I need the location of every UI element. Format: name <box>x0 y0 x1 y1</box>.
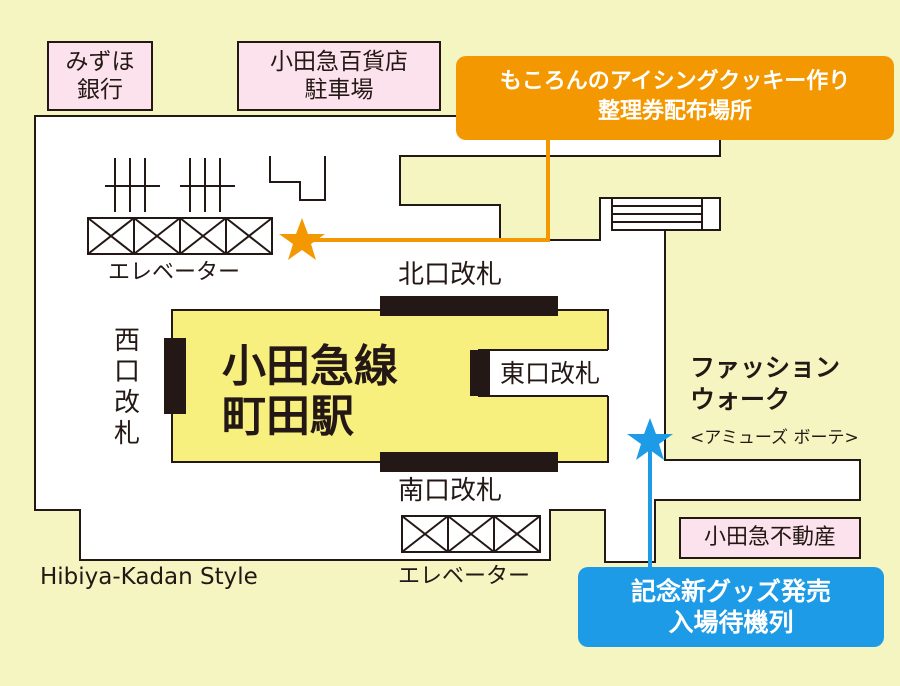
north-gate-label: 北口改札 <box>398 260 503 290</box>
blue-callout: 記念新グッズ発売 入場待機列 <box>578 567 884 647</box>
east-gate-corridor <box>478 350 609 396</box>
odakyu-realestate-building <box>679 517 861 559</box>
orange-callout: もころんのアイシングクッキー作り 整理券配布場所 <box>456 56 894 140</box>
stairs-east <box>611 197 703 231</box>
station-name: 小田急線 町田駅 <box>222 341 398 442</box>
west-gate-bar <box>164 338 186 414</box>
fashion-walk-label: ファッション ウォーク <box>690 353 841 414</box>
east-gate-label: 東口改札 <box>500 359 601 388</box>
south-gate-label: 南口改札 <box>398 476 503 506</box>
hibiya-kadan-label: Hibiya-Kadan Style <box>40 564 258 590</box>
orange-star-icon <box>279 218 325 260</box>
elevator-south-label: エレベーター <box>398 564 531 589</box>
odakyu-dept-parking-building <box>237 41 441 111</box>
amuse-beaute-label: <アミューズ ボーテ> <box>690 428 859 448</box>
wall-block <box>269 156 326 201</box>
east-gate-bar <box>470 350 490 396</box>
mizuho-bank-building <box>47 41 153 111</box>
odakyu-realestate-label: 小田急不動産 <box>703 525 836 550</box>
south-gate-bar <box>380 452 558 472</box>
orange-route-line <box>308 130 550 242</box>
north-gate-bar <box>380 296 558 316</box>
west-gate-label: 西 口 改 札 <box>113 326 140 449</box>
blue-star-icon <box>627 418 673 460</box>
elevator-south-boxes <box>401 515 541 553</box>
odakyu-dept-parking-label: 小田急百貨店 駐車場 <box>270 49 408 103</box>
elevator-north-boxes <box>87 217 273 255</box>
elevator-north-label: エレベーター <box>108 260 241 285</box>
stairs-north-left <box>105 158 235 212</box>
mizuho-bank-label: みずほ 銀行 <box>65 49 135 103</box>
